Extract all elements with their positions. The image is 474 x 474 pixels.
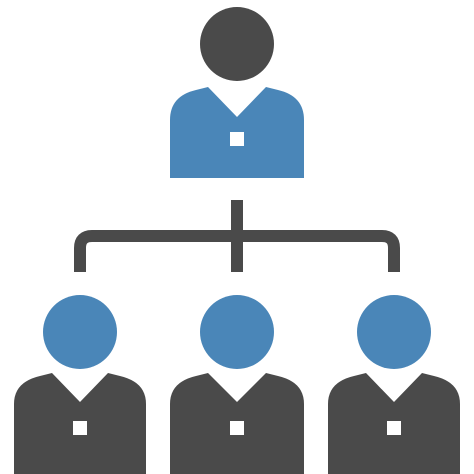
subordinate-head-center — [200, 295, 274, 369]
subordinate-badge-right — [387, 421, 401, 435]
subordinate-person-right — [328, 295, 460, 474]
leader-head — [200, 7, 274, 81]
leader-badge — [230, 132, 244, 146]
subordinate-head-right — [357, 295, 431, 369]
connector-branch — [74, 230, 400, 272]
subordinate-badge-center — [230, 421, 244, 435]
hierarchy-connector — [74, 200, 400, 272]
subordinate-badge-left — [73, 421, 87, 435]
leader-person — [170, 7, 304, 178]
subordinate-person-center — [170, 295, 304, 474]
subordinate-person-left — [14, 295, 146, 474]
subordinate-head-left — [43, 295, 117, 369]
